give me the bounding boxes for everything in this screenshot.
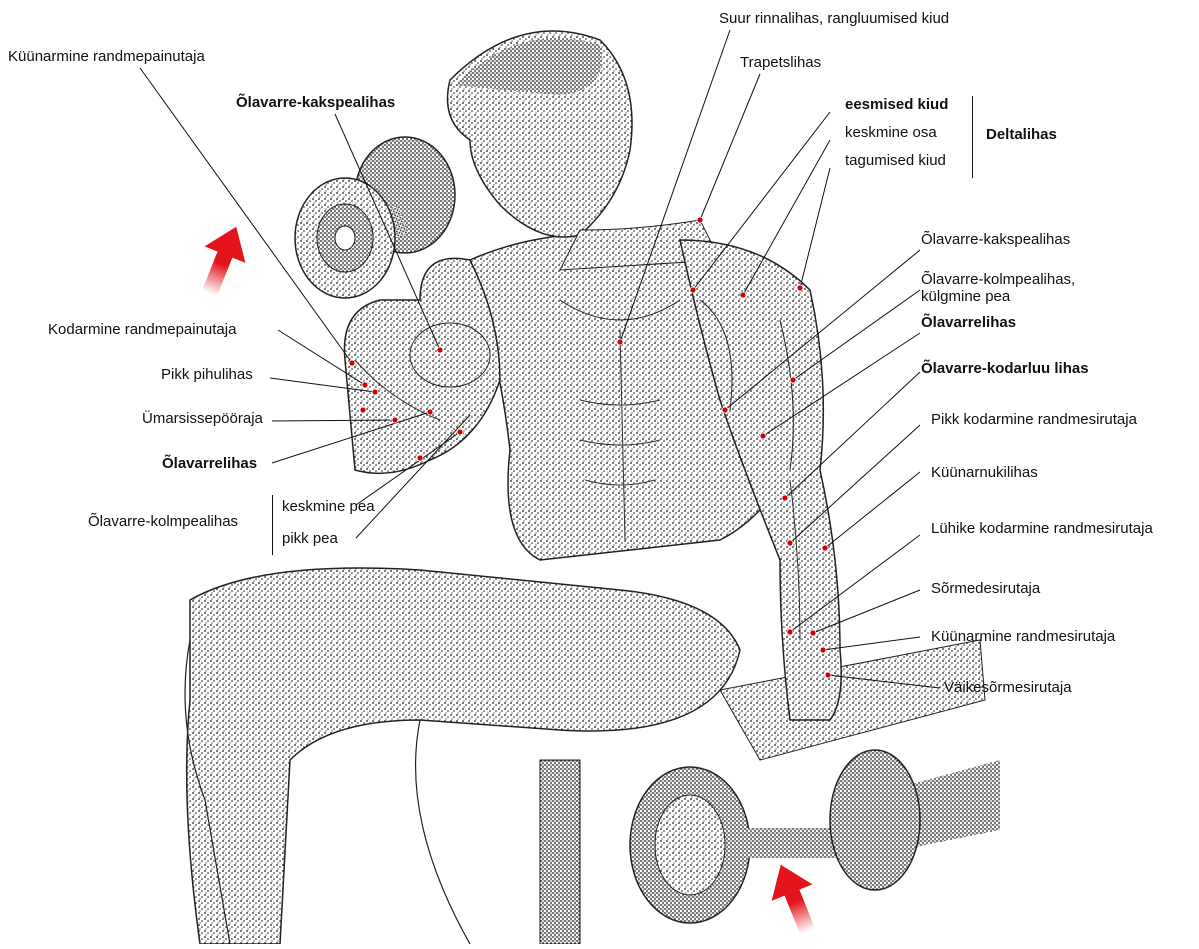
label-tagumised-kiud: tagumised kiud bbox=[845, 152, 946, 170]
marker-dot bbox=[417, 455, 423, 461]
marker-dot bbox=[782, 495, 788, 501]
marker-dot bbox=[825, 672, 831, 678]
marker-dot bbox=[360, 407, 366, 413]
marker-dot bbox=[427, 409, 433, 415]
label-keskmine-pea: keskmine pea bbox=[282, 498, 375, 516]
label-olavarre-kakspealihas-right: Õlavarre-kakspealihas bbox=[921, 231, 1070, 249]
marker-dot bbox=[810, 630, 816, 636]
marker-dot bbox=[822, 545, 828, 551]
label-deltalihas: Deltalihas bbox=[986, 126, 1057, 144]
marker-dot bbox=[437, 347, 443, 353]
label-kuunarmine-randmepainutaja: Küünarmine randmepainutaja bbox=[8, 48, 205, 66]
label-olavarrelihas-left: Õlavarrelihas bbox=[162, 455, 257, 473]
marker-dot bbox=[820, 647, 826, 653]
arrow-up-left bbox=[189, 219, 257, 302]
label-trapetslihas: Trapetslihas bbox=[740, 54, 821, 72]
label-olavarre-kolmpealihas-group: Õlavarre-kolmpealihas bbox=[88, 513, 238, 531]
marker-dot bbox=[790, 377, 796, 383]
label-suur-rinnalihas: Suur rinnalihas, rangluumised kiud bbox=[719, 10, 949, 28]
label-kodarmine-randmepainutaja: Kodarmine randmepainutaja bbox=[48, 321, 236, 339]
label-pikk-pea: pikk pea bbox=[282, 530, 338, 548]
marker-dot bbox=[787, 629, 793, 635]
marker-dot bbox=[697, 217, 703, 223]
label-pikk-pihulihas: Pikk pihulihas bbox=[161, 366, 253, 384]
label-kuunarnukilihas: Küünarnukilihas bbox=[931, 464, 1038, 482]
label-luhike-kodarmine-randmesirutaja: Lühike kodarmine randmesirutaja bbox=[931, 520, 1153, 538]
marker-dot bbox=[372, 389, 378, 395]
marker-dot bbox=[690, 287, 696, 293]
marker-dot bbox=[362, 382, 368, 388]
head bbox=[448, 31, 721, 270]
label-keskmine-osa: keskmine osa bbox=[845, 124, 937, 142]
marker-dot bbox=[787, 540, 793, 546]
bracket-deltalihas bbox=[972, 96, 973, 178]
label-sormedesirutaja: Sõrmedesirutaja bbox=[931, 580, 1040, 598]
marker-dot bbox=[722, 407, 728, 413]
label-vaikesormesirutaja: Väikesõrmesirutaja bbox=[944, 679, 1072, 697]
label-kolmpealihas-kulgmine-line2: külgmine pea bbox=[921, 288, 1010, 306]
marker-dot bbox=[617, 339, 623, 345]
label-umarsissepooraja: Ümarsissepööraja bbox=[142, 410, 263, 428]
marker-dot bbox=[740, 292, 746, 298]
bracket-kolmpealihas bbox=[272, 495, 273, 555]
label-pikk-kodarmine-randmesirutaja: Pikk kodarmine randmesirutaja bbox=[931, 411, 1137, 429]
label-kolmpealihas-kulgmine-line1: Õlavarre-kolmpealihas, bbox=[921, 271, 1075, 289]
label-eesmised-kiud: eesmised kiud bbox=[845, 96, 948, 114]
marker-dot bbox=[457, 429, 463, 435]
marker-dot bbox=[760, 433, 766, 439]
label-olavarrelihas-right: Õlavarrelihas bbox=[921, 314, 1016, 332]
label-olavarre-kakspealihas-left: Õlavarre-kakspealihas bbox=[236, 94, 395, 112]
arrow-up-bottom bbox=[760, 857, 828, 940]
label-olavarre-kodarluu-lihas: Õlavarre-kodarluu lihas bbox=[921, 360, 1089, 378]
marker-dot bbox=[349, 360, 355, 366]
marker-dot bbox=[392, 417, 398, 423]
marker-dot bbox=[797, 285, 803, 291]
label-kuunarmine-randmesirutaja: Küünarmine randmesirutaja bbox=[931, 628, 1115, 646]
